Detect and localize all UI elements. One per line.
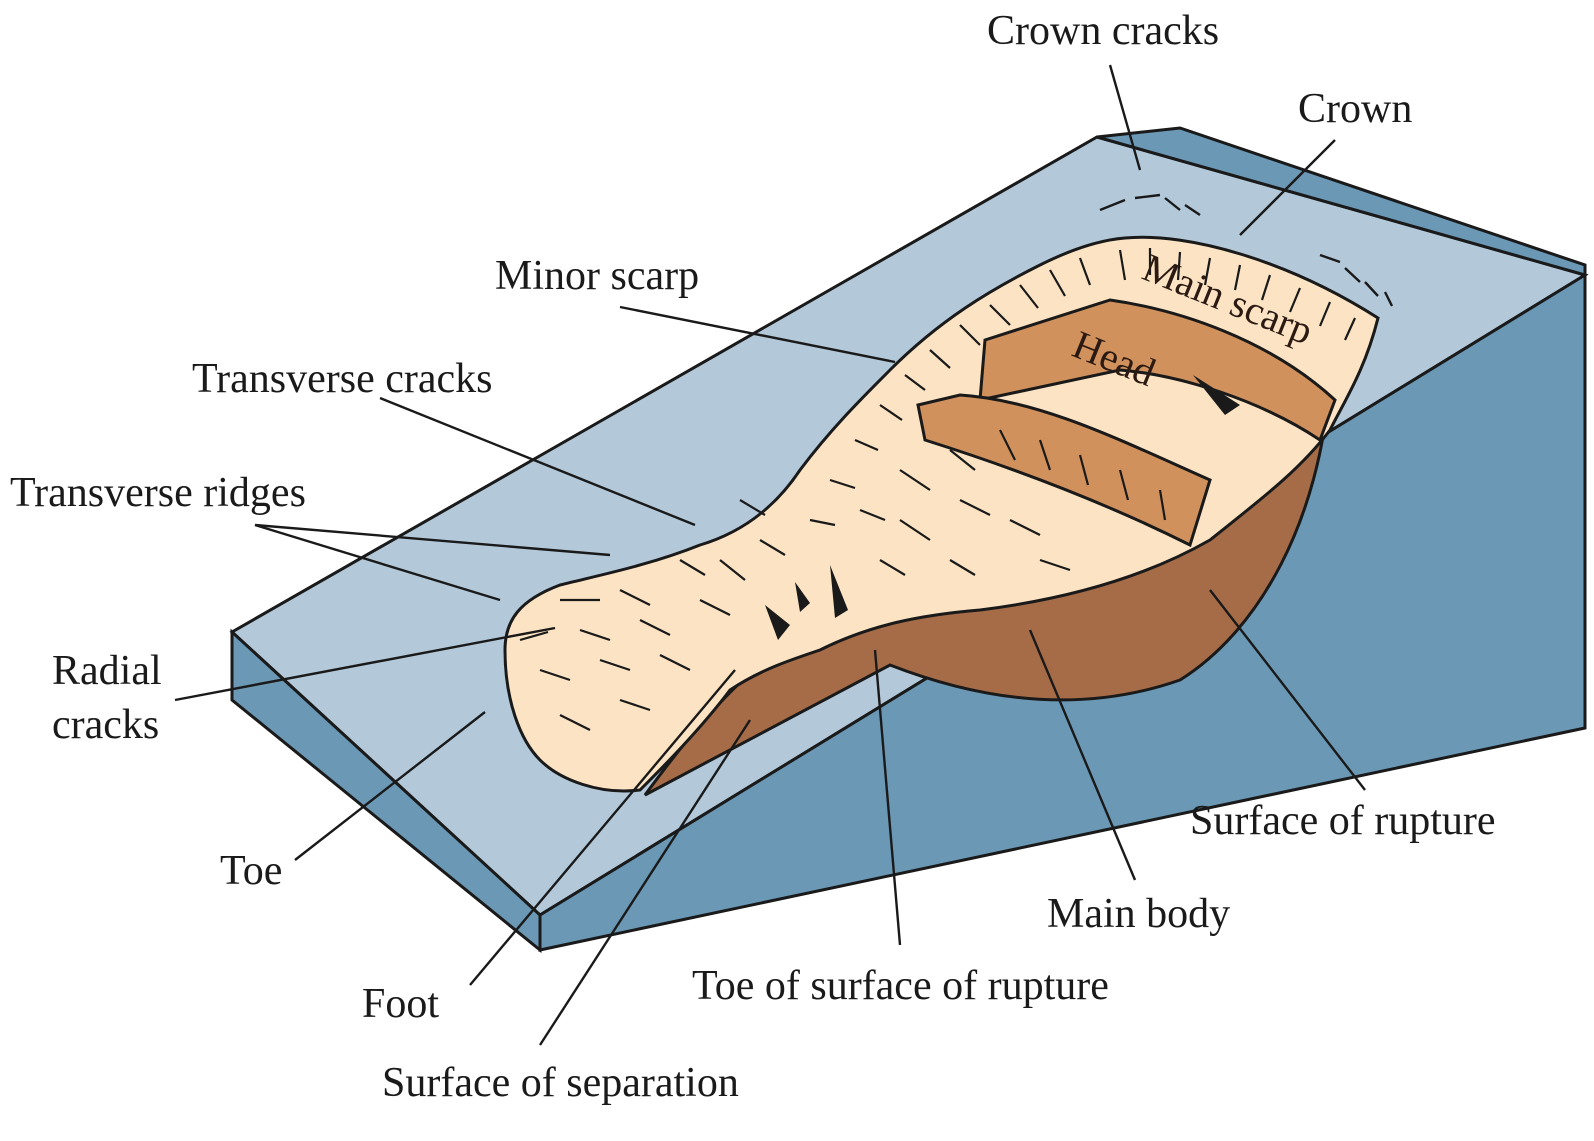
label-transverse-ridges: Transverse ridges — [10, 470, 306, 516]
leader-toe — [294, 711, 486, 861]
label-surface-of-rupture: Surface of rupture — [1190, 798, 1496, 844]
crown-crack-marks — [1099, 193, 1394, 307]
separation-wedge-4 — [1193, 375, 1240, 415]
label-radial-cracks: Radial cracks — [52, 648, 162, 748]
leader-surface-of-separation — [538, 719, 752, 1046]
label-crown-cracks: Crown cracks — [987, 8, 1220, 54]
separation-wedge-2 — [795, 582, 810, 612]
label-toe: Toe — [220, 848, 283, 894]
label-surface-of-separation: Surface of separation — [382, 1060, 739, 1106]
separation-wedge-3 — [830, 565, 848, 618]
leader-radial-cracks — [174, 626, 556, 702]
leader-crown — [1239, 139, 1336, 236]
slope-back-face — [1096, 126, 1587, 277]
label-crown: Crown — [1298, 86, 1413, 132]
leader-transverse-ridges-2 — [254, 523, 501, 602]
label-transverse-cracks: Transverse cracks — [192, 356, 493, 402]
head-block-upper — [978, 298, 1337, 443]
leader-lines — [174, 64, 1366, 1046]
label-minor-scarp: Minor scarp — [495, 253, 700, 299]
leader-toe-of-rupture — [873, 649, 902, 946]
leader-transverse-ridges-1 — [254, 523, 611, 557]
label-toe-of-surface-of-rupture: Toe of surface of rupture — [692, 963, 1109, 1009]
label-main-body: Main body — [1047, 891, 1231, 937]
leader-minor-scarp — [619, 305, 896, 364]
crack-marks — [519, 248, 1357, 731]
leader-main-body — [1028, 629, 1137, 881]
label-foot: Foot — [362, 981, 440, 1027]
leader-foot — [469, 669, 736, 986]
head-block-lower — [916, 393, 1212, 548]
separation-wedge-1 — [765, 605, 790, 640]
leader-surface-of-rupture — [1209, 589, 1366, 791]
leader-transverse-cracks — [379, 396, 696, 527]
leader-crown-cracks — [1108, 64, 1142, 171]
